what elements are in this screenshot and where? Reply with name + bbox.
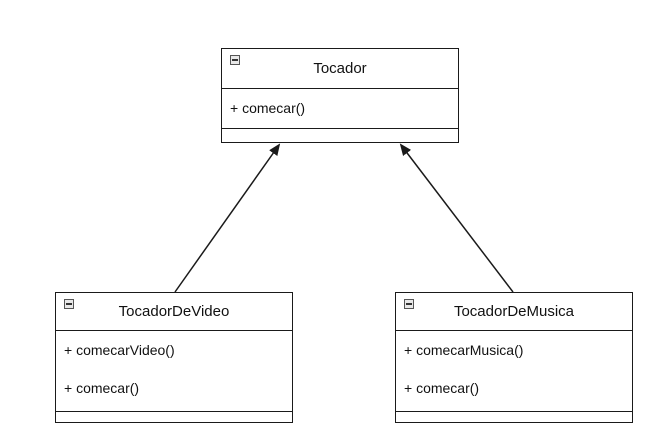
method-comecar-video: + comecarVideo(): [64, 342, 175, 358]
method-comecar: + comecar(): [230, 100, 306, 116]
class-tocador-de-musica[interactable]: TocadorDeMusica + comecarMusica() + come…: [395, 292, 633, 423]
collapse-icon[interactable]: [64, 299, 74, 309]
class-tocador-de-musica-header: TocadorDeMusica: [396, 293, 632, 331]
class-tocador-methods: + comecar(): [222, 89, 458, 129]
musica-to-tocador-arrow: [399, 143, 514, 293]
collapse-icon[interactable]: [230, 55, 240, 65]
class-tocador[interactable]: Tocador + comecar(): [221, 48, 459, 143]
class-tocador-header: Tocador: [222, 49, 458, 89]
collapse-icon[interactable]: [404, 299, 414, 309]
class-tocador-de-video-methods: + comecarVideo() + comecar(): [56, 331, 292, 412]
class-tocador-de-video-name: TocadorDeVideo: [118, 303, 230, 320]
method-comecar-musica: + comecarMusica(): [404, 342, 524, 358]
class-tocador-de-video-header: TocadorDeVideo: [56, 293, 292, 331]
class-tocador-de-musica-methods: + comecarMusica() + comecar(): [396, 331, 632, 412]
class-tocador-name: Tocador: [313, 60, 367, 77]
method-comecar: + comecar(): [404, 380, 480, 396]
video-to-tocador-arrow: [174, 143, 281, 293]
method-comecar: + comecar(): [64, 380, 140, 396]
class-tocador-de-video[interactable]: TocadorDeVideo + comecarVideo() + comeca…: [55, 292, 293, 423]
class-tocador-de-musica-name: TocadorDeMusica: [453, 303, 575, 320]
